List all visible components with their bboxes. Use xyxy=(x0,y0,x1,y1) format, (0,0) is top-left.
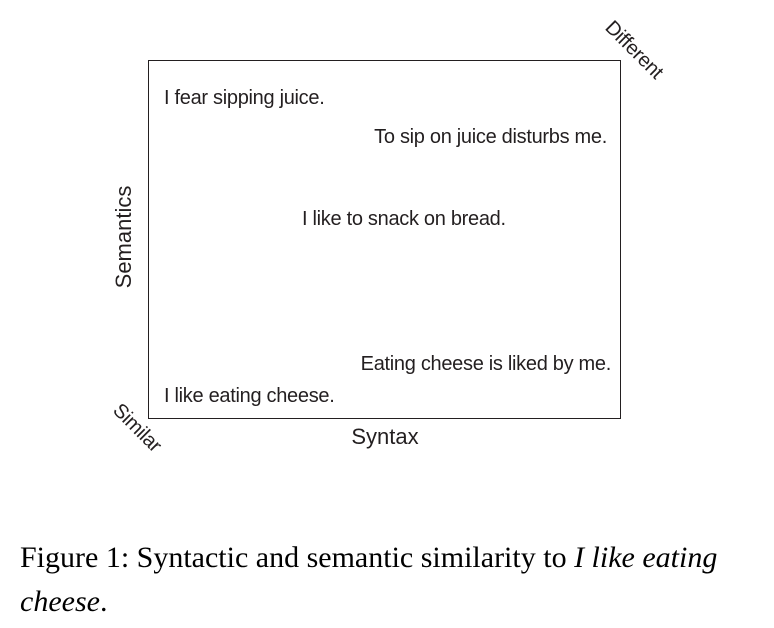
caption-italic-example: I like eating cheese xyxy=(20,541,718,618)
sentence-label: Eating cheese is liked by me. xyxy=(360,353,612,375)
sentence-label: To sip on juice disturbs me. xyxy=(374,126,607,148)
similarity-figure: I fear sipping juice. To sip on juice di… xyxy=(108,17,667,457)
sentence-label: I fear sipping juice. xyxy=(164,87,325,109)
x-axis-label: Syntax xyxy=(351,424,419,449)
sentence-label: I like to snack on bread. xyxy=(302,208,506,230)
sentence-label: I like eating cheese. xyxy=(164,385,335,407)
figure-caption: Figure 1: Syntactic and semantic similar… xyxy=(20,536,760,624)
caption-end: . xyxy=(99,585,108,618)
caption-text: Figure 1: Syntactic and semantic similar… xyxy=(20,541,575,574)
plot-frame xyxy=(148,60,621,419)
y-axis-label: Semantics xyxy=(111,185,136,289)
